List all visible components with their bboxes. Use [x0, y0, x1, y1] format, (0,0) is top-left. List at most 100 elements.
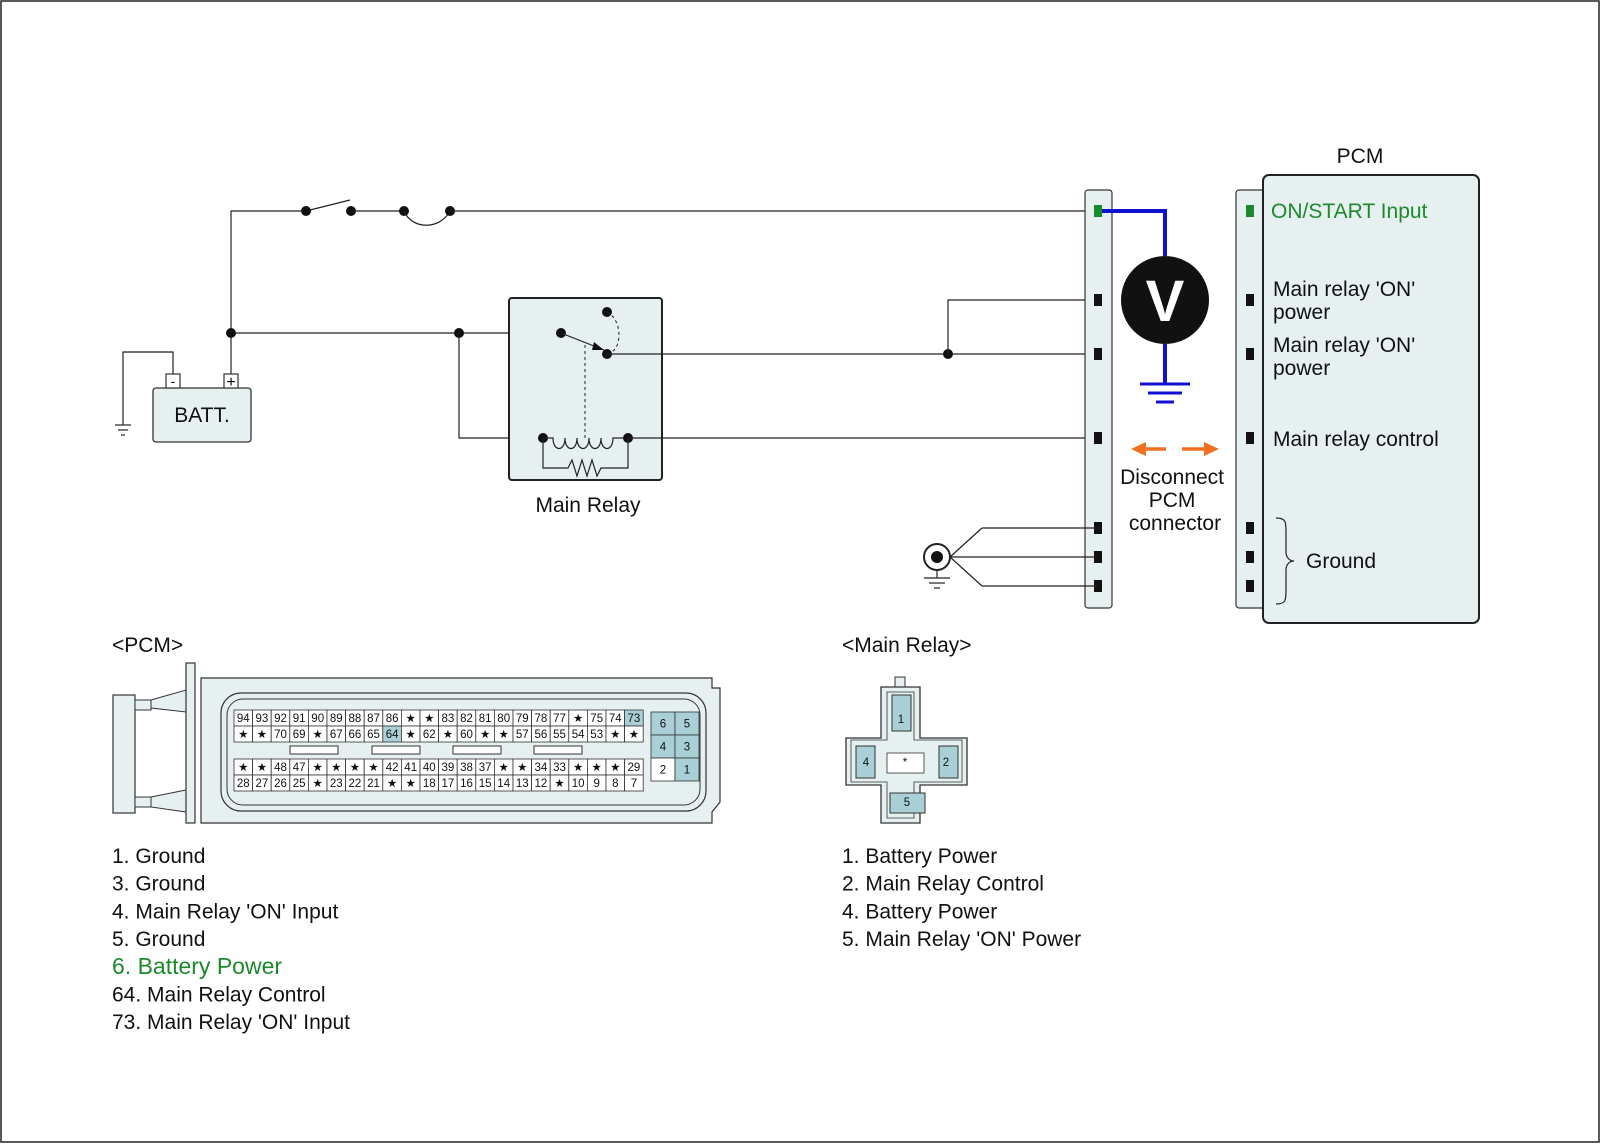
pcm-terminal-label: ON/START Input: [1271, 200, 1428, 223]
pcm-pin-label: 64: [386, 729, 399, 741]
pcm-pin-label: ★: [499, 729, 509, 741]
pcm-pin-label: ★: [387, 778, 397, 790]
pcm-pin-label: ★: [554, 778, 564, 790]
pcm-legend-item: 64. Main Relay Control: [112, 984, 326, 1007]
pcm-pin-label: ★: [629, 729, 639, 741]
pcm-pin-label: ★: [480, 729, 490, 741]
pcm-pin-label: 69: [293, 729, 306, 741]
pcm-pin-label: 67: [330, 729, 343, 741]
pcm-pin-label: 55: [553, 729, 566, 741]
pcm-pin-label: ★: [610, 729, 620, 741]
pcm-terminal-label-line: power: [1273, 301, 1330, 324]
pcm-pin: [1246, 294, 1254, 306]
pcm-legend-item: 5. Ground: [112, 928, 205, 951]
pcm-pin-label: 80: [497, 713, 510, 725]
main-relay: [508, 297, 663, 481]
pcm-pin-label: 33: [553, 762, 566, 774]
pcm-pin-label: 9: [593, 778, 599, 790]
relay-connector-face: [845, 676, 968, 824]
pcm-pin-label: ★: [610, 762, 620, 774]
pcm-pin-label: 8: [612, 778, 618, 790]
pcm-pin: [1246, 551, 1254, 563]
pcm-pin-label: 54: [572, 729, 585, 741]
pcm-pin-label: 34: [535, 762, 548, 774]
pcm-pin-label: ★: [368, 762, 378, 774]
battery: - + BATT.: [152, 373, 252, 443]
disconnect-note: Disconnect PCM connector: [1120, 466, 1230, 535]
pcm-pin-label: 16: [460, 778, 473, 790]
pcm-pin-label: 27: [256, 778, 269, 790]
relay-legend-item: 5. Main Relay 'ON' Power: [842, 928, 1081, 951]
disconnect-note-line: connector: [1129, 512, 1221, 535]
pcm-pin-label: 79: [516, 713, 529, 725]
pcm-pin-label: 73: [628, 713, 641, 725]
pcm-pin-label: 39: [442, 762, 455, 774]
pcm-pin-label: 90: [311, 713, 324, 725]
relay-pin-label: 2: [943, 757, 949, 769]
relay-legend-item: 4. Battery Power: [842, 900, 997, 923]
pcm-pin-label: ★: [406, 729, 416, 741]
pcm-pin-label: 78: [535, 713, 548, 725]
pcm-pin-label: 47: [293, 762, 306, 774]
pcm-power-pin-label: 5: [684, 719, 690, 731]
pcm-pin: [1246, 580, 1254, 592]
pcm-pin-label: 14: [497, 778, 510, 790]
pcm-pin-label: 56: [535, 729, 548, 741]
ground-bracket: [1275, 517, 1295, 605]
pcm-pin: [1246, 348, 1254, 360]
relay-pin-label: 1: [898, 714, 904, 726]
harness-pin: [1094, 432, 1102, 444]
pcm-terminal-label-line: power: [1273, 357, 1330, 380]
pcm-pin-label: ★: [257, 762, 267, 774]
pcm-pin-label: 53: [590, 729, 603, 741]
pcm-pin-label: 81: [479, 713, 492, 725]
voltmeter-ground-icon: [1140, 382, 1190, 404]
pcm-pin-label: 17: [442, 778, 455, 790]
pcm-pin-label: 57: [516, 729, 529, 741]
pcm-pin-label: ★: [406, 778, 416, 790]
pcm-pin-label: 38: [460, 762, 473, 774]
harness-connector: [1084, 189, 1113, 609]
pcm-power-pin-label: 2: [660, 765, 666, 777]
pcm-pin-label: ★: [238, 762, 248, 774]
harness-pin: [1094, 294, 1102, 306]
disconnect-note-line: Disconnect: [1120, 466, 1224, 489]
pcm-pin-label: 21: [367, 778, 380, 790]
main-relay-label: Main Relay: [535, 494, 641, 517]
voltmeter-icon: V: [1121, 256, 1209, 344]
pcm-pin-label: 12: [535, 778, 548, 790]
pcm-legend-item: 1. Ground: [112, 845, 205, 868]
relay-connector-title: <Main Relay>: [842, 634, 972, 657]
relay-pin-label: *: [903, 757, 908, 769]
pcm-power-pin-label: 6: [660, 719, 666, 731]
pcm-pin-label: ★: [313, 762, 323, 774]
voltmeter-probe-wire: [1102, 209, 1167, 256]
pcm-pin-label: 28: [237, 778, 250, 790]
pcm-pin-label: 42: [386, 762, 399, 774]
pcm-pin-label: ★: [424, 713, 434, 725]
relay-legend-item: 2. Main Relay Control: [842, 873, 1044, 896]
pcm-pin-label: 62: [423, 729, 436, 741]
pcm-pin-label: 77: [553, 713, 566, 725]
ground-icon: [115, 424, 131, 436]
disconnect-note-line: PCM: [1149, 489, 1196, 512]
pcm-pin-label: ★: [592, 762, 602, 774]
pcm-pin-cell: [624, 725, 644, 743]
pcm-pin-label: ★: [499, 762, 509, 774]
pcm-pin-label: 60: [460, 729, 473, 741]
pcm-power-pin-label: 4: [660, 742, 667, 754]
harness-pin: [1094, 348, 1102, 360]
pcm-terminal-label: Main relay control: [1273, 428, 1439, 451]
battery-positive-symbol: +: [226, 374, 235, 391]
pcm-pin-label: 18: [423, 778, 436, 790]
pcm-legend-item: 3. Ground: [112, 873, 205, 896]
pcm-pin: [1246, 432, 1254, 444]
pcm-pin-label: 74: [609, 713, 622, 725]
pcm-pin-label: 15: [479, 778, 492, 790]
pcm-pin-label: ★: [573, 713, 583, 725]
disconnect-arrow-icon: [1131, 442, 1219, 456]
